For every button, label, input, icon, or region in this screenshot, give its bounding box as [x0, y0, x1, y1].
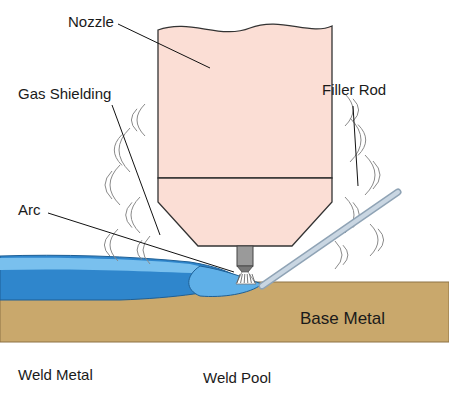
gas-swirl [378, 229, 384, 251]
weld-pool [189, 266, 262, 297]
part-label: Gas Shielding [18, 86, 111, 103]
arc-streak [244, 274, 246, 283]
part-label: Weld Metal [18, 367, 93, 384]
part-label: Arc [18, 202, 41, 219]
gas-swirl [126, 202, 132, 227]
gas-swirl [143, 236, 150, 264]
arc-streak [250, 274, 252, 283]
gas-swirl [335, 241, 342, 269]
arc-streak [247, 274, 249, 283]
nozzle [158, 24, 332, 178]
arc-streak [237, 274, 240, 283]
gas-swirl [105, 171, 112, 199]
arc-streak [241, 274, 243, 283]
weld-metal-highlight [0, 258, 222, 274]
gas-swirl [104, 234, 110, 256]
gas-swirl [370, 224, 378, 256]
gas-swirl [131, 197, 140, 233]
gas-swirl [343, 245, 348, 265]
part-label: Filler Rod [322, 82, 386, 99]
gas-swirl [137, 104, 145, 136]
gas-swirl [358, 125, 366, 156]
gas-swirl [114, 135, 122, 166]
arc-streak [252, 274, 255, 283]
part-label: Weld Pool [203, 370, 271, 387]
arc [236, 272, 256, 284]
part-label: Base Metal [300, 310, 385, 329]
leader-lines [48, 24, 392, 272]
gas-swirl [137, 240, 142, 260]
gas-swirl [345, 94, 353, 126]
nozzle-cup [158, 178, 332, 246]
electrode-tip [237, 266, 253, 272]
gas-swirl [373, 161, 380, 189]
part-label: Nozzle [68, 14, 114, 31]
gas-swirl [131, 109, 137, 131]
tungsten-electrode [237, 246, 253, 266]
